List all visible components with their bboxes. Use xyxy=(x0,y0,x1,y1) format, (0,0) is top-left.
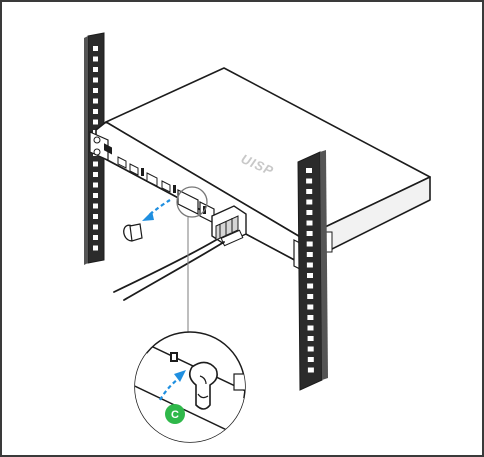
rail-hole xyxy=(93,214,98,219)
rail-hole xyxy=(307,304,314,310)
rail-hole xyxy=(93,193,98,198)
rail-hole xyxy=(93,109,98,114)
rail-hole xyxy=(306,168,312,173)
rail-hole xyxy=(93,245,98,251)
rail-hole xyxy=(306,178,313,184)
rail-hole xyxy=(306,262,313,268)
rack-switch-icon: UISP xyxy=(89,67,431,275)
rail-hole xyxy=(93,161,98,167)
rail-hole xyxy=(93,224,98,230)
rail-hole xyxy=(307,294,314,299)
screw-cap-icon xyxy=(123,223,143,242)
rail-hole xyxy=(307,283,314,289)
right-rack-rail-icon xyxy=(297,150,328,391)
rail-hole xyxy=(307,357,314,362)
rail-hole xyxy=(306,210,313,215)
rail-hole xyxy=(307,336,314,341)
rail-hole xyxy=(93,67,98,72)
rail-hole xyxy=(93,182,98,188)
rail-hole xyxy=(93,46,98,51)
power-connector-icon xyxy=(211,205,247,247)
rail-hole xyxy=(307,315,314,320)
remove-arrow-icon xyxy=(142,199,171,221)
rail-hole xyxy=(307,367,314,373)
step-label: C xyxy=(171,409,179,421)
power-cable xyxy=(113,239,225,301)
rail-hole xyxy=(306,252,313,257)
rail-hole xyxy=(93,235,98,240)
rail-hole xyxy=(306,220,313,226)
magnifier-callout-icon xyxy=(134,186,246,443)
step-badge: C xyxy=(165,404,185,424)
rail-hole xyxy=(93,119,98,125)
rail-hole xyxy=(307,346,314,352)
rail-hole xyxy=(93,172,98,177)
rail-hole xyxy=(93,98,98,104)
rail-hole xyxy=(93,88,98,93)
rail-hole xyxy=(93,77,98,83)
rail-hole xyxy=(307,325,314,331)
rail-hole xyxy=(306,199,313,205)
rail-hole xyxy=(306,231,313,236)
rail-hole xyxy=(93,203,98,209)
rail-hole xyxy=(306,241,313,247)
rail-hole xyxy=(93,56,98,62)
rail-hole xyxy=(306,189,313,194)
rail-hole xyxy=(307,273,313,278)
